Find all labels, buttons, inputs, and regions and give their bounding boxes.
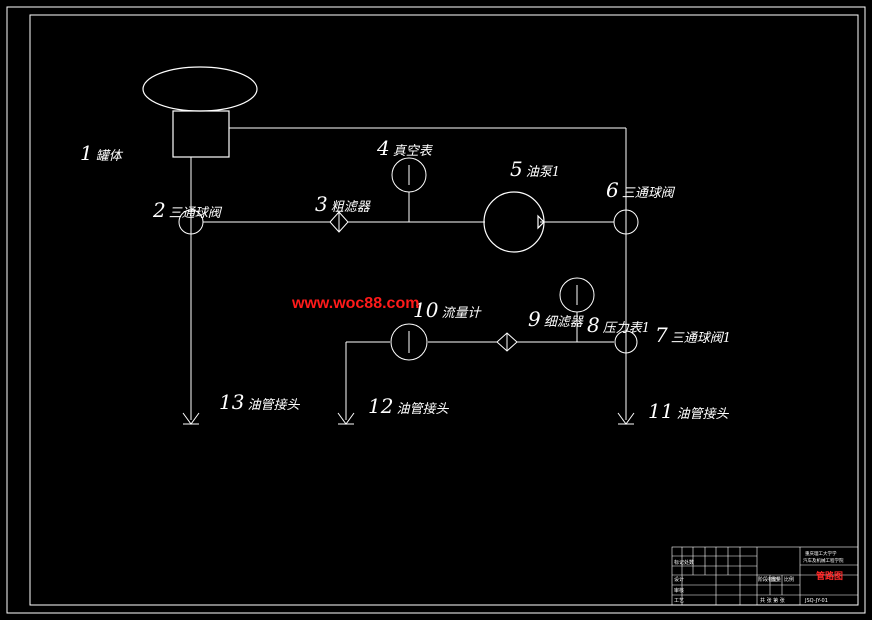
tb-row-review: 审核 bbox=[674, 587, 684, 594]
outer-frame bbox=[6, 6, 866, 614]
pipe-joint-13 bbox=[182, 412, 200, 425]
tb-org-line1: 重庆理工大学学 bbox=[805, 550, 837, 557]
tb-row-process: 工艺 bbox=[674, 598, 684, 604]
coarse-filter-3 bbox=[329, 211, 349, 233]
tb-drawing-no: JSQ-JY-01 bbox=[804, 598, 828, 604]
tb-col-weight: 重量 bbox=[771, 576, 781, 583]
watermark-text: www.woc88.com bbox=[291, 295, 419, 312]
tb-col-scale: 比例 bbox=[784, 576, 794, 583]
fine-filter-9 bbox=[496, 332, 518, 352]
tank-top-ellipse bbox=[142, 66, 258, 112]
tb-drawing-title: 管路图 bbox=[816, 570, 843, 582]
pipe-joint-11 bbox=[617, 412, 635, 425]
tb-row-design: 设计 bbox=[674, 576, 684, 583]
inner-frame bbox=[29, 14, 859, 606]
oil-pump-5 bbox=[483, 191, 545, 253]
tb-org-line2: 汽车及机械工程学院 bbox=[803, 557, 844, 564]
three-way-valve-7 bbox=[614, 330, 638, 354]
three-way-valve-6 bbox=[613, 209, 639, 235]
vacuum-gauge-4 bbox=[391, 157, 427, 193]
flow-meter-10 bbox=[390, 323, 428, 361]
pressure-gauge-8 bbox=[559, 277, 595, 313]
tb-col-stage: 阶段标记 bbox=[758, 576, 778, 583]
pipe-joint-12 bbox=[337, 412, 355, 425]
tank-body bbox=[172, 110, 230, 158]
tb-sheet: 共 张 第 张 bbox=[760, 597, 785, 604]
title-block bbox=[671, 546, 859, 606]
pipe-network bbox=[190, 127, 627, 420]
three-way-valve-2 bbox=[178, 209, 204, 235]
tb-row-mark: 标记处数 bbox=[674, 559, 694, 566]
